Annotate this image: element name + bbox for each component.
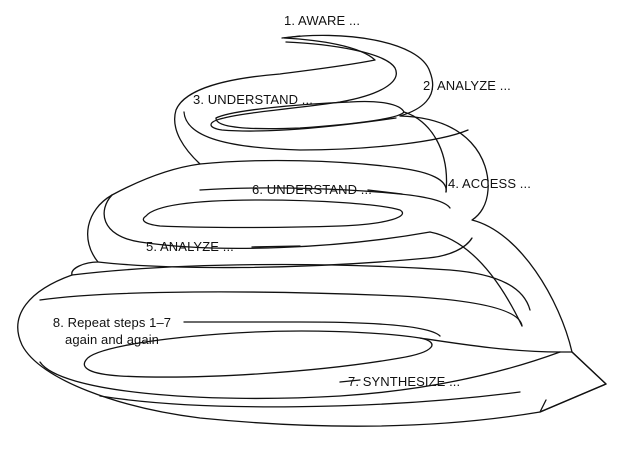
step-repeat-label: 8. Repeat steps 1–7 again and again (42, 314, 182, 348)
ribbon-inner-top (210, 41, 397, 132)
ribbon-hole-3 (83, 330, 433, 378)
step-understand-2-label: 6. UNDERSTAND ... (252, 182, 372, 197)
ribbon-loop3-lower (39, 351, 561, 400)
ribbon-outer-edge (17, 34, 607, 427)
ribbon-cross-right-2 (429, 231, 523, 327)
step-aware-label: 1. AWARE ... (284, 13, 361, 28)
ribbon-cross-right-3 (419, 337, 561, 353)
ribbon-loop3-upper-b (39, 291, 523, 327)
step-analyze-2-label: 5. ANALYZE ... (146, 239, 234, 254)
ribbon-loop3-upper (71, 263, 531, 311)
step-access-label: 4. ACCESS ... (448, 176, 531, 191)
ribbon-cross-right-1 (403, 111, 448, 193)
leader-analyze-2 (251, 245, 301, 248)
ribbon-loop2-inner-b (199, 187, 451, 209)
step-analyze-1-label: 2. ANALYZE ... (423, 78, 511, 93)
step-repeat-line1: 8. Repeat steps 1–7 (52, 315, 172, 330)
leader-understand-2 (367, 189, 403, 195)
ribbon-hole-2 (142, 199, 404, 229)
leader-synthesize (339, 379, 361, 383)
step-synthesize-label: 7. SYNTHESIZE ... (348, 374, 461, 389)
leader-aware (281, 35, 301, 39)
ribbon-arrowhead (539, 351, 607, 413)
ribbon-loop2-inner (103, 194, 431, 249)
ribbon-loop3-lower-b (99, 391, 521, 408)
ribbon-band-upper-b (199, 159, 447, 193)
step-understand-1-label: 3. UNDERSTAND ... (193, 92, 313, 107)
ribbon-band-upper (183, 111, 469, 151)
leader-repeat (183, 321, 441, 337)
step-repeat-line2: again and again (64, 332, 160, 347)
